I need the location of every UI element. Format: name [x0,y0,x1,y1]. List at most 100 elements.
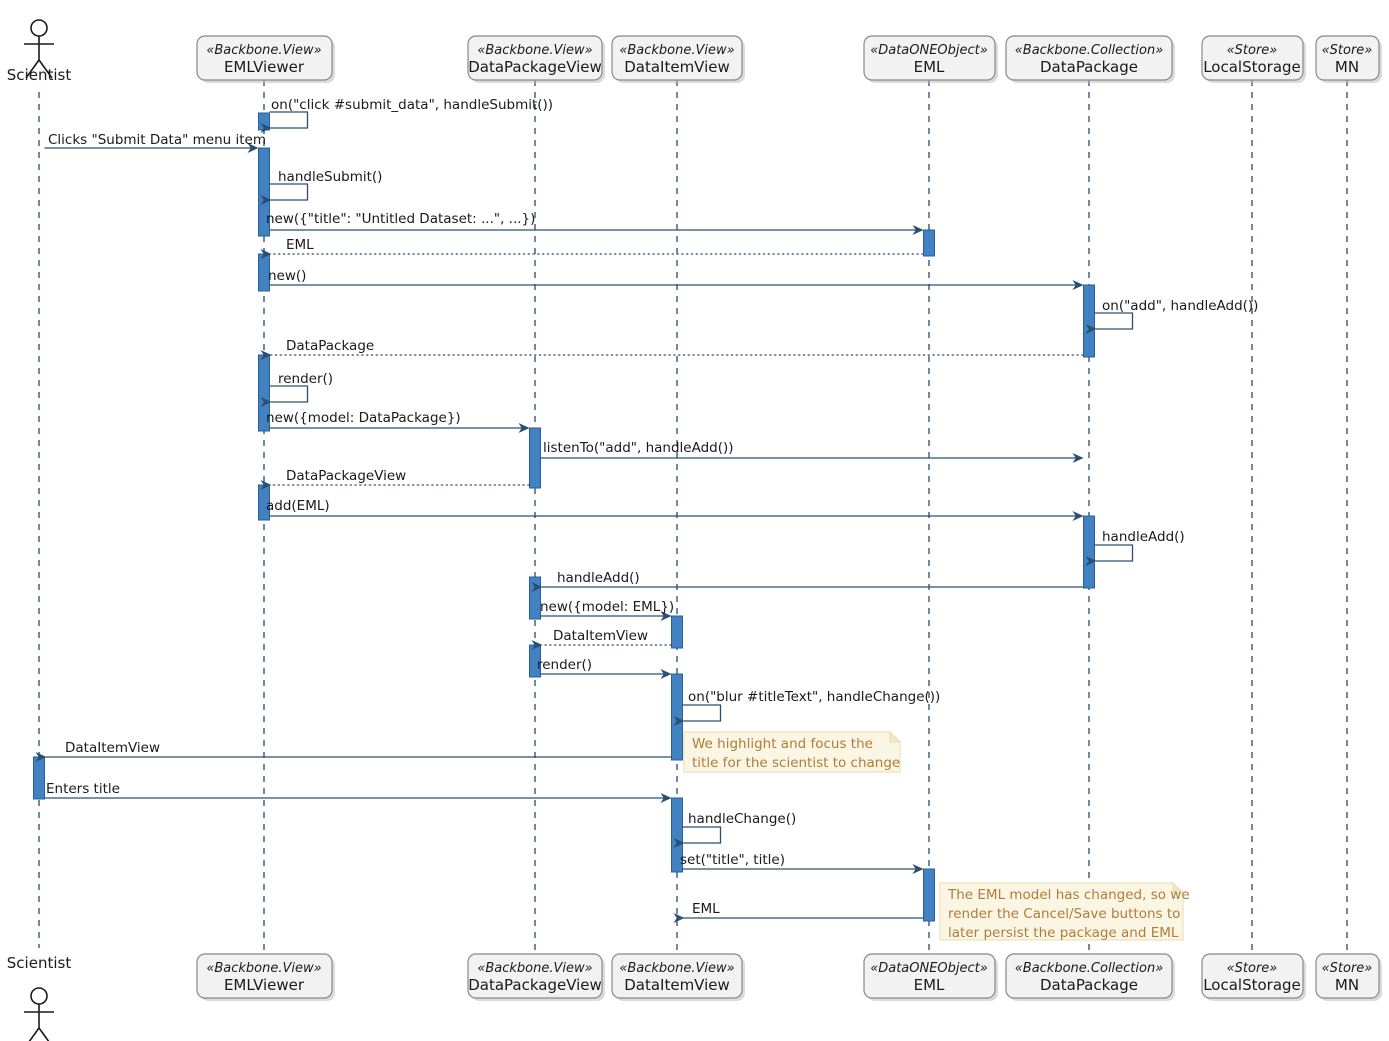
message-m18: render() [537,657,672,679]
participant-name: DataItemView [624,976,730,994]
activation-bar-dataitemview [671,673,683,761]
message-arrow-self [673,826,722,848]
participant-dataitemview-bottom[interactable]: «Backbone.View»DataItemView [611,953,745,1001]
note-body [683,731,901,773]
message-m8: DataPackage [260,338,1084,360]
activations-layer [33,112,1095,922]
participant-mn-bottom[interactable]: «Store»MN [1315,953,1382,1001]
participant-box [1315,35,1380,81]
message-label: on("add", handleAdd()) [1102,298,1258,314]
message-m17: DataItemView [531,628,672,650]
message-label: handleChange() [688,811,796,827]
participant-box [196,953,333,999]
activation-bar-datapackageview [529,576,541,620]
participant-name: EMLViewer [224,58,305,76]
message-label: add(EML) [266,498,330,514]
messages-layer: on("click #submit_data", handleSubmit())… [35,97,1258,923]
message-label: handleSubmit() [278,169,382,185]
participant-name: LocalStorage [1203,976,1301,994]
participant-datapackageview-bottom[interactable]: «Backbone.View»DataPackageView [467,953,605,1001]
participant-mn-top[interactable]: «Store»MN [1315,35,1382,83]
message-m4: new({"title": "Untitled Dataset: ...", .… [266,211,924,235]
participant-emlviewer-top[interactable]: «Backbone.View»EMLViewer [196,35,335,83]
message-label: new() [268,268,306,284]
message-label: EML [692,901,720,917]
message-arrow-self [260,111,309,133]
activation-bar-emlviewer [258,112,270,131]
participant-box [196,35,333,81]
participant-box [467,35,603,81]
participant-stereotype: «Backbone.View» [619,43,734,58]
participant-dataitemview-top[interactable]: «Backbone.View»DataItemView [611,35,745,83]
message-m19: on("blur #titleText", handleChange()) [673,689,940,726]
participant-emlviewer-bottom[interactable]: «Backbone.View»EMLViewer [196,953,335,1001]
message-m9: render() [260,371,333,407]
message-m5: EML [260,237,924,259]
message-m20: DataItemView [35,740,672,762]
participant-localstorage-bottom[interactable]: «Store»LocalStorage [1201,953,1306,1001]
participant-name: DataPackage [1040,976,1138,994]
participant-box [863,953,996,999]
participant-stereotype: «DataONEObject» [870,43,988,58]
message-label: handleAdd() [557,570,640,586]
message-label: on("click #submit_data", handleSubmit()) [271,97,553,113]
participant-stereotype: «Backbone.View» [477,43,592,58]
message-m16: new({model: EML}) [540,599,674,621]
message-m7: on("add", handleAdd()) [1085,298,1258,334]
note-body [939,882,1184,941]
participant-stereotype: «Store» [1227,961,1278,976]
message-m13: add(EML) [266,498,1084,521]
actor-head [30,987,48,1005]
actor-label: Scientist [7,66,72,84]
activation-bar-datapackageview [529,427,541,489]
actor-scientist[interactable]: Scientist [7,954,72,1041]
participant-datapackage-top[interactable]: «Backbone.Collection»DataPackage [1005,35,1175,83]
message-arrow-self [673,704,722,726]
note-line: later persist the package and EML [948,925,1179,941]
message-label: Clicks "Submit Data" menu item [48,132,266,148]
message-m15: handleAdd() [531,570,1084,592]
participant-eml-top[interactable]: «DataONEObject»EML [863,35,998,83]
participant-name: DataItemView [624,58,730,76]
message-m14: handleAdd() [1085,529,1185,566]
participant-box [863,35,996,81]
participant-datapackage-bottom[interactable]: «Backbone.Collection»DataPackage [1005,953,1175,1001]
message-m23: set("title", title) [680,852,924,874]
actor-scientist[interactable]: Scientist [7,19,72,84]
participant-eml-bottom[interactable]: «DataONEObject»EML [863,953,998,1001]
message-label: on("blur #titleText", handleChange()) [688,689,940,705]
message-m22: handleChange() [673,811,796,848]
participant-stereotype: «Backbone.View» [206,961,321,976]
note-line: title for the scientist to change [692,755,900,771]
participant-stereotype: «Backbone.Collection» [1015,43,1163,58]
participant-stereotype: «Backbone.View» [206,43,321,58]
message-m6: new() [268,268,1084,290]
activation-bar-datapackage [1083,515,1095,589]
message-m10: new({model: DataPackage}) [266,410,530,433]
message-m2: Clicks "Submit Data" menu item [44,132,266,153]
message-m12: DataPackageView [260,468,530,490]
participants-layer: «Backbone.View»EMLViewer«Backbone.View»E… [7,19,1382,1041]
message-arrow-self [260,385,309,407]
actor-leg-right [38,59,53,79]
message-label: DataItemView [65,740,160,756]
note-fold-corner [1172,881,1185,894]
message-m1: on("click #submit_data", handleSubmit()) [260,97,553,133]
participant-name: EMLViewer [224,976,305,994]
participant-datapackageview-top[interactable]: «Backbone.View»DataPackageView [467,35,605,83]
participant-stereotype: «Backbone.View» [619,961,734,976]
message-label: set("title", title) [680,852,785,868]
message-label: new({model: DataPackage}) [266,410,461,426]
message-m21: Enters title [44,781,672,803]
note-line: render the Cancel/Save buttons to [948,906,1180,922]
message-label: new({model: EML}) [540,599,674,615]
participant-localstorage-top[interactable]: «Store»LocalStorage [1201,35,1306,83]
actor-leg-left [28,1027,40,1041]
message-label: render() [278,371,333,387]
activation-bar-dataitemview [671,615,683,649]
